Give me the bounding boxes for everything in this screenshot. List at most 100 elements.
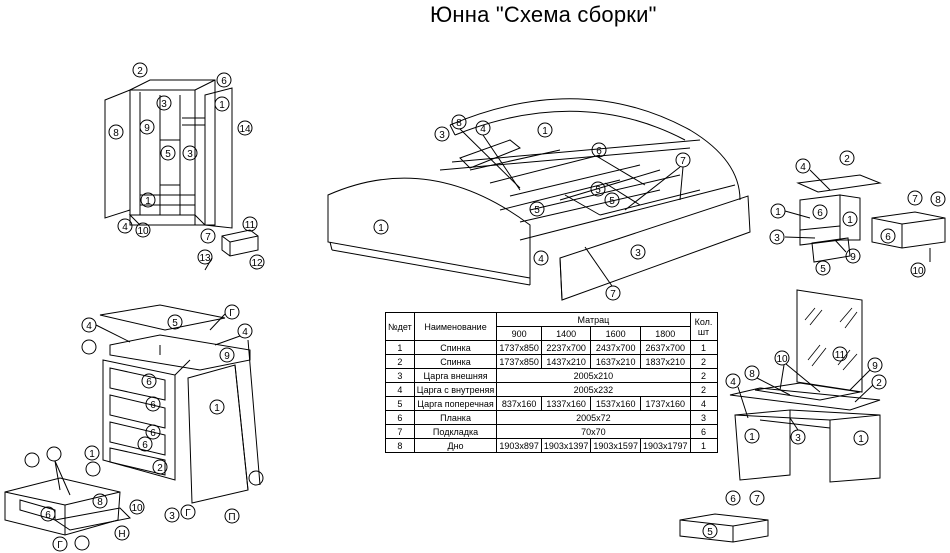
callout: 8	[749, 369, 755, 380]
cell-num: 2	[385, 354, 415, 369]
callout: 6	[885, 232, 891, 243]
header-mattress: Матрац	[496, 312, 691, 327]
cell-qty: 1	[689, 438, 718, 453]
cell-merged: 2005х232	[496, 382, 691, 397]
callout: 2	[137, 66, 143, 77]
callout: 1	[542, 126, 548, 137]
callout: 8	[113, 128, 119, 139]
callout: 4	[242, 327, 248, 338]
callout: 1	[847, 215, 853, 226]
callout: 4	[480, 124, 486, 135]
cell-qty: 6	[689, 424, 718, 439]
callout: 1	[145, 196, 151, 207]
cell-num: 3	[385, 368, 415, 383]
cell-num: 8	[385, 438, 415, 453]
cell: 1437х210	[540, 354, 592, 369]
callout: 6	[142, 440, 148, 451]
cell: 1903х897	[496, 438, 542, 453]
wardrobe-diagram: 2 6 1 8 9 3 3 5 14 1 4 10 7 11 13 12	[104, 62, 265, 271]
cell-name: Спинка	[413, 354, 498, 369]
cell-num: 4	[385, 382, 415, 397]
parts-table: №дет Наименование Матрац Кол. шт 900 140…	[385, 312, 718, 453]
callout: 6	[150, 400, 156, 411]
callout: Г	[57, 540, 63, 551]
callout: 6	[146, 377, 152, 388]
callout: 14	[239, 124, 251, 135]
callout: 2	[157, 463, 163, 474]
cell-qty: 2	[689, 354, 718, 369]
header-size: 900	[496, 326, 542, 341]
callout: Н	[118, 529, 125, 540]
callout: 6	[730, 494, 736, 505]
callout: 11	[835, 350, 846, 361]
callout: 6	[221, 76, 227, 87]
page-title: Юнна "Схема сборки"	[430, 2, 657, 27]
chest-callout-labels: 5 Г 4 4 9 6 6 6 6 1 1 2 3 Г П 8 6 10 Н Г	[45, 308, 248, 551]
cell-merged: 70х70	[496, 424, 691, 439]
callout: П	[228, 512, 235, 523]
cell: 1903х1597	[590, 438, 641, 453]
callout: 1	[775, 207, 781, 218]
header-qty: Кол. шт	[689, 312, 718, 341]
callout: 1	[749, 432, 755, 443]
header-num: №дет	[385, 312, 415, 341]
callout: 7	[680, 156, 686, 167]
bed-callout-labels: 3 8 4 1 6 7 5 5 5 1 4 3 7	[378, 118, 686, 300]
callout: 9	[850, 252, 856, 263]
callout: Г	[229, 308, 235, 319]
callout: 5	[595, 185, 601, 196]
bed-diagram: 3 8 4 1 6 7 5 5 5 1 4 3 7	[327, 98, 751, 301]
cell-name: Царга внешняя	[413, 368, 498, 383]
vanity-diagram: 11 10 9 8 4 2 1 3 1 6 7 5	[679, 289, 887, 543]
table-row: 8 Дно 1903х897 1903х1397 1903х1597 1903х…	[385, 438, 718, 453]
callout: Г	[185, 508, 191, 519]
table-row: 3 Царга внешняя 2005х210 2	[385, 368, 718, 383]
cell-num: 5	[385, 396, 415, 411]
callout: 10	[776, 354, 788, 365]
callout: 5	[707, 527, 713, 538]
cell-name: Царга с внутреняя	[413, 382, 498, 397]
callout: 3	[439, 130, 445, 141]
header-size: 1800	[639, 326, 691, 341]
callout: 6	[596, 146, 602, 157]
callout: 7	[912, 194, 918, 205]
callout: 5	[609, 196, 615, 207]
callout: 1	[219, 100, 225, 111]
cell-qty: 1	[689, 340, 718, 355]
header-name: Наименование	[413, 312, 498, 341]
callout: 9	[144, 123, 150, 134]
callout: 4	[538, 254, 544, 265]
cell: 1737х850	[496, 340, 542, 355]
callout: 6	[150, 428, 156, 439]
cell-qty: 3	[689, 410, 718, 425]
callout: 1	[378, 223, 384, 234]
cell-num: 7	[385, 424, 415, 439]
table-row: 5 Царга поперечная 837х160 1337х160 1537…	[385, 396, 718, 411]
header-size: 1600	[590, 326, 641, 341]
callout: 4	[730, 377, 736, 388]
callout: 8	[935, 195, 941, 206]
callout: 3	[169, 511, 175, 522]
callout: 4	[800, 162, 806, 173]
callout: 2	[876, 378, 882, 389]
cell-name: Царга поперечная	[413, 396, 498, 411]
callout: 5	[165, 149, 171, 160]
callout: 9	[872, 361, 878, 372]
callout: 10	[912, 266, 924, 277]
callout: 12	[251, 258, 263, 269]
table-row: 1 Спинка 1737х850 2237х700 2437х700 2637…	[385, 340, 718, 355]
cell-merged: 2005х72	[496, 410, 691, 425]
callout: 11	[245, 220, 256, 231]
table-row: 2 Спинка 1737х850 1437х210 1637х210 1837…	[385, 354, 718, 369]
table-row: 7 Подкладка 70х70 6	[385, 424, 718, 439]
callout: 6	[817, 208, 823, 219]
table-row: 6 Планка 2005х72 3	[385, 410, 718, 425]
callout: 1	[858, 434, 864, 445]
table-header-row: №дет Наименование Матрац Кол. шт	[385, 312, 718, 341]
callout: 3	[635, 248, 641, 259]
callout: 10	[137, 226, 149, 237]
callout: 4	[86, 321, 92, 332]
cell-name: Планка	[413, 410, 498, 425]
cell-name: Подкладка	[413, 424, 498, 439]
callout: 8	[456, 118, 462, 129]
